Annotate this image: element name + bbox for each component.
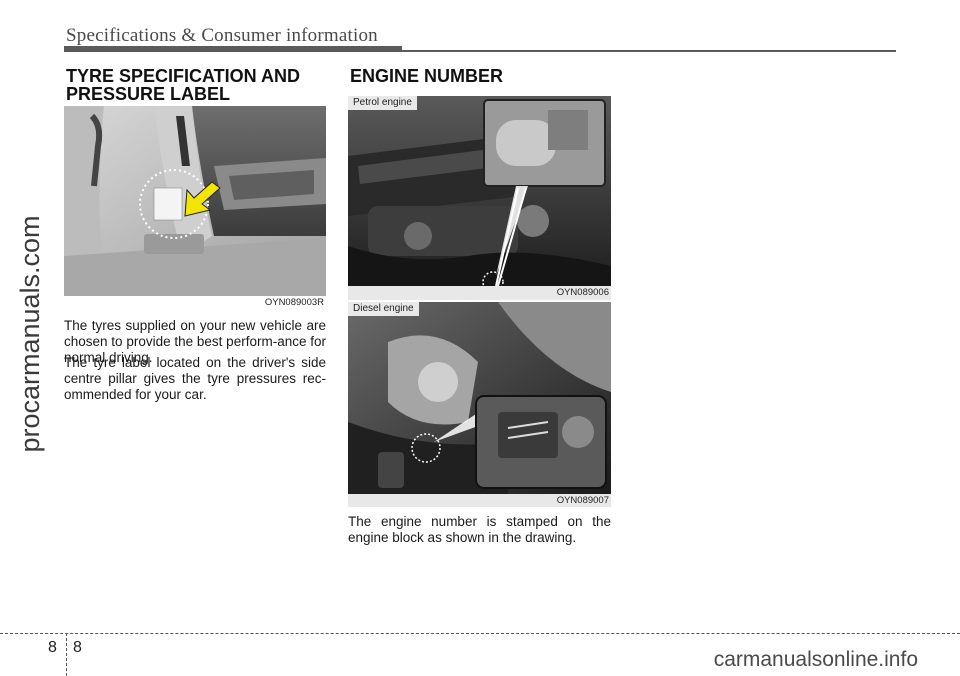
tyre-photo-caption: OYN089003R: [64, 296, 326, 310]
side-watermark: procarmanuals.com: [15, 215, 45, 453]
petrol-photo-caption: OYN089006: [348, 286, 611, 300]
tyre-heading-line1: TYRE SPECIFICATION AND: [66, 66, 301, 86]
header-rule-thick: [64, 46, 402, 52]
tyre-paragraph-1: The tyres supplied on your new vehicle a…: [64, 318, 326, 365]
footer-watermark: carmanualsonline.info: [713, 648, 918, 671]
tyre-paragraph-2: The tyre label located on the driver's s…: [64, 355, 326, 402]
page-header-title: Specifications & Consumer information: [66, 25, 378, 46]
engine-heading: ENGINE NUMBER: [350, 66, 504, 86]
diesel-photo-caption: OYN089007: [348, 494, 611, 507]
page-number: 8: [73, 639, 82, 656]
tyre-image-code: OYN089003R: [264, 297, 324, 308]
diesel-engine-tag: Diesel engine: [348, 302, 419, 316]
tyre-label-photo: [64, 106, 326, 296]
diesel-image-code: OYN089007: [556, 495, 609, 506]
petrol-engine-tag: Petrol engine: [348, 96, 417, 110]
header-rule-thin: [402, 50, 896, 52]
tyre-heading-line2: PRESSURE LABEL: [66, 84, 231, 104]
petrol-engine-photo: Petrol engine: [348, 96, 611, 286]
footer-divider: [66, 633, 67, 676]
footer-rule: [0, 633, 960, 634]
page-section-number: 8: [48, 639, 57, 656]
engine-paragraph: The engine number is stamped on the engi…: [348, 514, 611, 545]
petrol-image-code: OYN089006: [556, 287, 609, 298]
diesel-engine-photo: Diesel engine: [348, 302, 611, 494]
